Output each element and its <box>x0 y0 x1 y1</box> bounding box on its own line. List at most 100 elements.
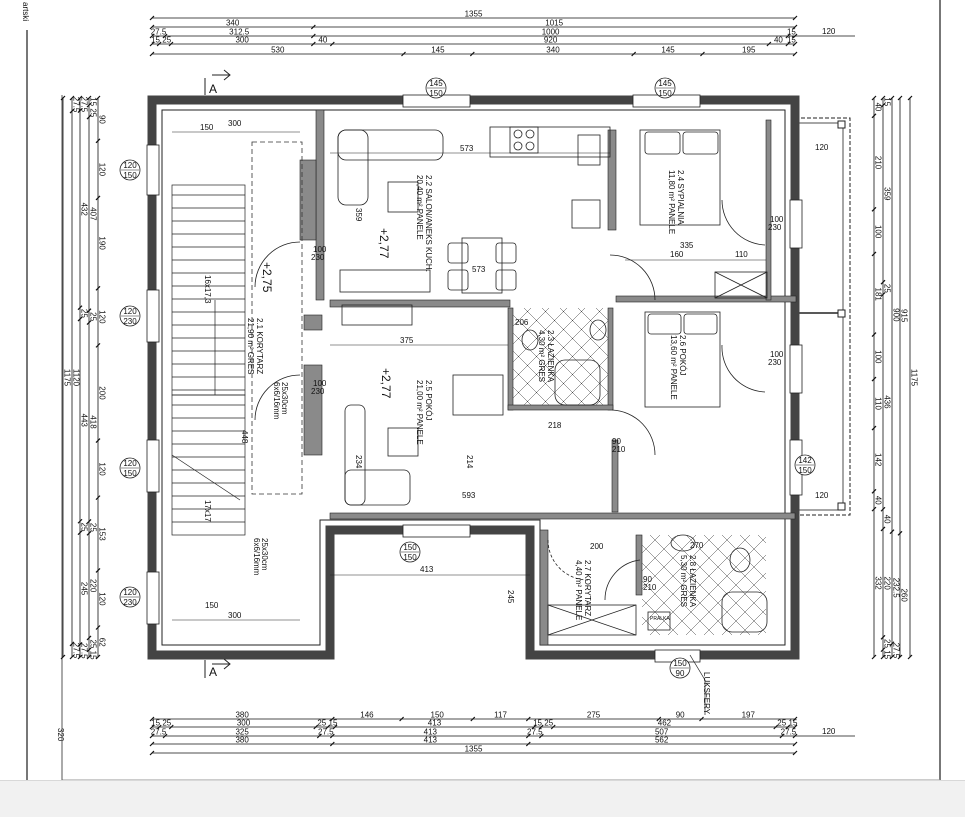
dim-tick <box>880 654 886 660</box>
viewer-status-bar <box>0 780 965 817</box>
dim-tick <box>77 518 83 524</box>
dim-label: 145 <box>661 46 675 55</box>
svg-text:593: 593 <box>462 491 476 500</box>
stairs-flight2-label: 17x17 <box>203 500 212 522</box>
dim-label: 220 <box>89 579 98 593</box>
room-2.5-label: 2.5 POKÓJ21,00 m² PANELE <box>415 380 433 445</box>
window-height: 150 <box>123 469 137 478</box>
dim-chain-left: 1175 <box>60 95 72 660</box>
dim-label: 15 <box>787 28 796 37</box>
dim-label: 142 <box>874 453 883 467</box>
dim-tick <box>880 292 886 297</box>
stairs-nosing-label-2: 6x6/16mm <box>272 382 281 420</box>
window-width: 120 <box>123 588 137 597</box>
dim-label: 25 <box>89 639 98 648</box>
dim-label: 27.5 <box>892 643 901 659</box>
post-icon <box>837 120 846 129</box>
svg-text:120: 120 <box>815 491 829 500</box>
dim-tick <box>871 488 877 494</box>
dim-tick <box>86 635 92 641</box>
svg-text:300: 300 <box>228 119 242 128</box>
svg-text:90: 90 <box>612 437 621 446</box>
dim-tick <box>310 41 316 47</box>
outer-wall <box>147 95 800 660</box>
shower-icon <box>721 591 768 633</box>
dim-tick <box>469 51 475 57</box>
svg-text:234: 234 <box>354 455 363 469</box>
dim-tick <box>792 741 798 747</box>
dim-tick <box>95 567 101 573</box>
window-height: 150 <box>658 89 672 98</box>
dim-tick <box>531 724 537 730</box>
dim-label: 195 <box>742 46 756 55</box>
dim-label: 380 <box>235 736 249 745</box>
dim-tick <box>60 95 66 101</box>
dim-label: 443 <box>80 413 89 427</box>
dim-tick <box>95 438 101 443</box>
dim-label: 100 <box>874 350 883 364</box>
dim-tick <box>69 654 75 660</box>
window-width: 120 <box>123 459 137 468</box>
dim-label: 15 <box>883 97 892 106</box>
dim-label: 120 <box>98 592 107 606</box>
dim-tick <box>785 41 791 47</box>
sofa-icon <box>337 129 444 161</box>
dim-label: 915 <box>900 309 909 323</box>
dim-tick <box>149 741 155 747</box>
stairs-flight1-label: 16x17,3 <box>203 275 212 304</box>
dim-tick <box>149 750 155 756</box>
window-height: 230 <box>123 317 137 326</box>
dim-label: 62 <box>98 638 107 647</box>
sheet-side-label: artski <box>21 2 30 21</box>
svg-text:230: 230 <box>311 387 325 396</box>
inner-dimensions: 573 573 375 300 150 300 150 206 335 160 … <box>172 119 766 621</box>
dim-label: 15 <box>883 650 892 659</box>
coffee-table-icon <box>387 181 419 213</box>
level-mark-pokoj: +2,77 <box>379 368 393 399</box>
dim-tick <box>538 724 544 730</box>
dim-label: 418 <box>89 415 98 429</box>
dim-tick <box>310 24 316 30</box>
toilet-icon <box>589 319 607 341</box>
dim-label: 260 <box>900 588 909 602</box>
dim-tick <box>773 724 779 730</box>
dim-label: 100 <box>874 225 883 239</box>
bed-icon <box>639 129 721 226</box>
dim-tick <box>69 95 75 101</box>
dim-label: 25 <box>162 36 171 45</box>
dim-tick <box>880 279 886 285</box>
hall-floor-zone <box>251 141 303 495</box>
dim-tick <box>149 51 155 57</box>
dim-label: 200 <box>98 386 107 400</box>
svg-text:230: 230 <box>311 253 325 262</box>
dim-label: 25 <box>89 108 98 117</box>
dim-tick <box>792 724 798 730</box>
svg-text:150: 150 <box>205 601 219 610</box>
dim-label: 432 <box>80 202 89 216</box>
dim-tick <box>86 654 92 660</box>
dim-tick <box>86 647 92 653</box>
dim-tick <box>871 332 877 337</box>
dim-label: 15 <box>789 719 798 728</box>
dim-label: 181 <box>874 288 883 302</box>
dim-tick <box>69 108 75 114</box>
window-width: 150 <box>673 659 687 668</box>
window-height: 150 <box>429 89 443 98</box>
dim-tick <box>149 24 155 30</box>
room-labels: 2.1 KORYTARZ21,90 m² GRES 2.2 SALON/ANEK… <box>246 170 697 620</box>
svg-text:100: 100 <box>313 245 327 254</box>
cooktop-icon <box>509 126 539 154</box>
outer-wall-inner-face <box>161 109 786 646</box>
dim-tick <box>86 320 92 325</box>
dim-tick <box>77 530 83 536</box>
washbasin-icon <box>670 534 696 552</box>
dim-tick <box>69 641 75 647</box>
dim-chain-top: 1355 <box>149 10 798 21</box>
dim-tick <box>313 724 319 730</box>
toilet-icon <box>729 547 751 573</box>
